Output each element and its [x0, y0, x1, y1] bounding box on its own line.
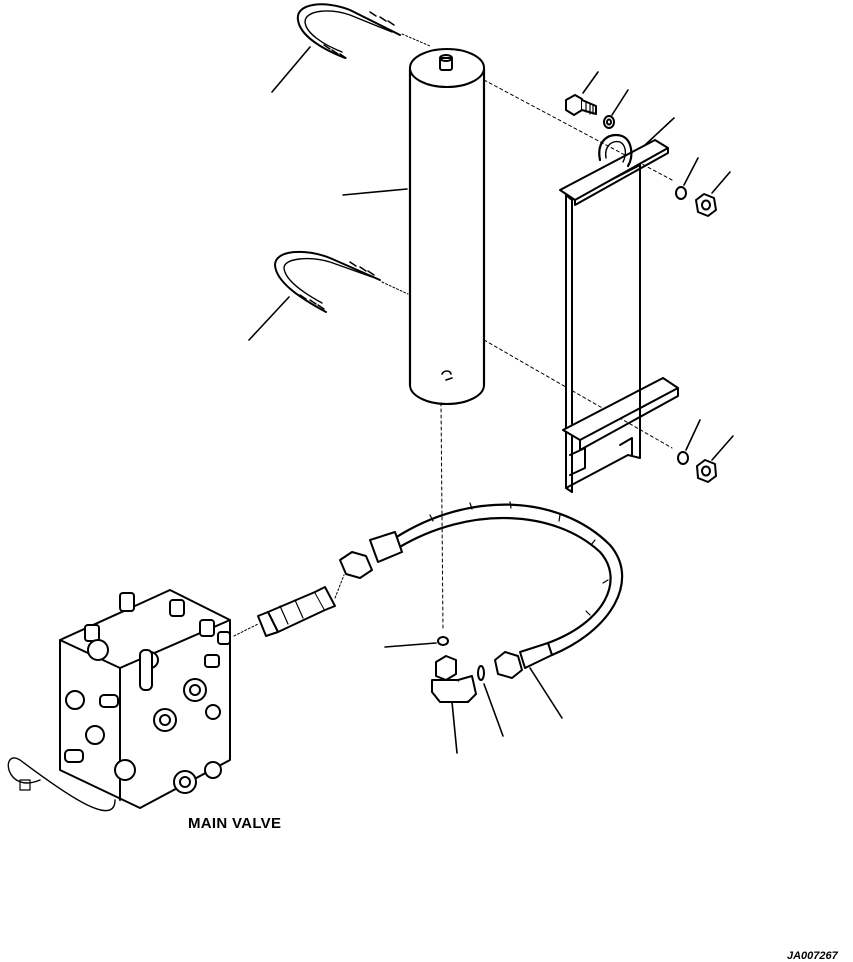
main-valve-label: MAIN VALVE [188, 815, 282, 832]
leader-hose [530, 668, 562, 718]
washer [604, 116, 614, 128]
adapter-fitting [234, 575, 344, 636]
elbow-fitting [432, 656, 476, 702]
leader-u-bolt-lower [249, 297, 289, 340]
leader-u-bolt-upper [272, 47, 310, 92]
drawing-code: JA007267 [787, 950, 838, 962]
nut-upper [676, 187, 716, 216]
nut-lower [678, 452, 716, 482]
main-valve [8, 590, 230, 811]
o-ring [438, 637, 484, 680]
accumulator-cylinder [410, 49, 484, 404]
leader-elbow [452, 702, 457, 753]
u-bolt-lower [275, 252, 408, 312]
hydraulic-hose [340, 502, 622, 678]
mounting-bracket [560, 135, 678, 492]
leader-bolt [583, 72, 598, 93]
leader-cylinder [343, 189, 407, 195]
bolt [566, 95, 596, 115]
u-bolt-upper [298, 4, 430, 58]
